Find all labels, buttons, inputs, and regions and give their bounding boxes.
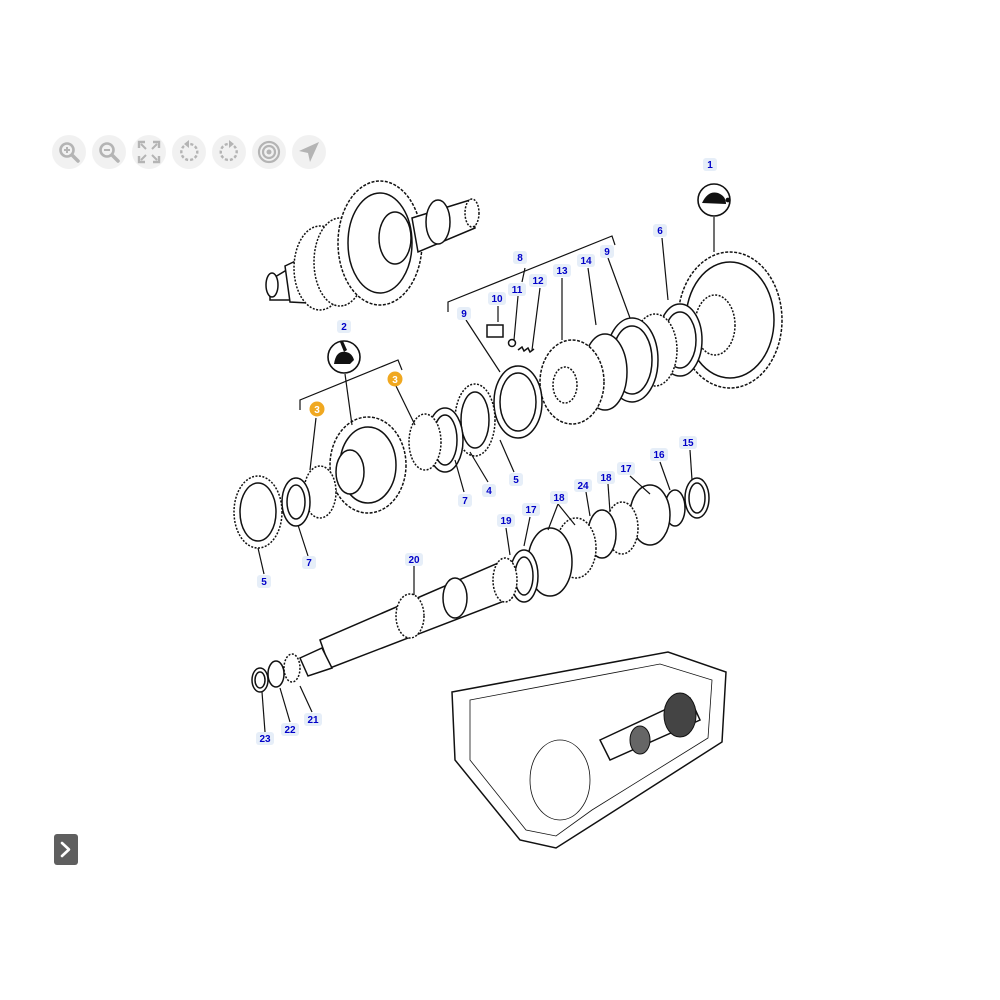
callout-21[interactable]: 21 [304,713,322,726]
svg-text:6: 6 [657,226,663,237]
svg-text:5: 5 [513,475,519,486]
callout-7b[interactable]: 7 [302,556,316,569]
callout-17b[interactable]: 17 [522,503,540,516]
callout-3b[interactable]: 3 [387,371,403,387]
callout-18a[interactable]: 18 [597,471,615,484]
rabbit-symbol [327,340,361,374]
main-shaft-20 [251,557,518,693]
svg-text:3: 3 [392,375,398,386]
turtle-symbol [697,183,731,252]
callout-22[interactable]: 22 [281,723,299,736]
callout-23[interactable]: 23 [256,732,274,745]
zoom-out-button[interactable] [92,135,126,169]
rotate-right-icon [219,140,238,162]
svg-text:13: 13 [556,266,568,277]
svg-text:18: 18 [553,493,565,504]
svg-text:19: 19 [500,516,512,527]
target-button[interactable] [252,135,286,169]
svg-text:17: 17 [525,505,537,516]
rotate-left-icon [180,140,199,162]
callout-19[interactable]: 19 [497,514,515,527]
expand-panel-button[interactable] [54,834,78,865]
callout-2[interactable]: 2 [337,320,351,333]
callout-9a[interactable]: 9 [457,307,471,320]
svg-text:3: 3 [314,405,320,416]
zoom-in-icon [59,142,80,163]
rabbit-icon [334,351,354,364]
svg-text:2: 2 [341,322,347,333]
callout-17a[interactable]: 17 [617,462,635,475]
callout-10[interactable]: 10 [488,292,506,305]
svg-text:10: 10 [491,294,503,305]
svg-text:9: 9 [461,309,467,320]
callout-18b[interactable]: 18 [550,491,568,504]
fit-screen-icon [137,140,161,164]
gearbox-housing [451,651,727,849]
svg-text:17: 17 [620,464,632,475]
callout-14[interactable]: 14 [577,254,595,267]
callout-3a[interactable]: 3 [309,401,325,417]
callout-11[interactable]: 11 [508,283,526,296]
svg-text:4: 4 [486,486,492,497]
callout-16[interactable]: 16 [650,448,668,461]
navigate-arrow-icon [299,142,319,162]
ball-11 [507,338,517,348]
callout-13[interactable]: 13 [553,264,571,277]
svg-text:9: 9 [604,247,610,258]
svg-text:21: 21 [307,715,319,726]
svg-text:14: 14 [580,256,592,267]
svg-text:12: 12 [532,276,544,287]
callout-12[interactable]: 12 [529,274,547,287]
zoom-in-button[interactable] [52,135,86,169]
svg-text:11: 11 [512,285,523,296]
svg-text:23: 23 [259,734,271,745]
callout-5a[interactable]: 5 [509,473,523,486]
fit-screen-button[interactable] [132,135,166,169]
svg-text:22: 22 [284,725,296,736]
target-icon [257,140,281,164]
assembled-gear-shaft [265,180,480,311]
svg-text:24: 24 [577,481,589,492]
callout-20[interactable]: 20 [405,553,423,566]
callout-5b[interactable]: 5 [257,575,271,588]
svg-text:18: 18 [600,473,612,484]
svg-text:7: 7 [462,496,468,507]
callout-1[interactable]: 1 [703,158,717,171]
svg-text:20: 20 [408,555,420,566]
callout-15[interactable]: 15 [679,436,697,449]
callout-6[interactable]: 6 [653,224,667,237]
svg-text:16: 16 [653,450,665,461]
viewer-toolbar [52,135,332,173]
callout-labels: 1 2 3 3 4 5 5 6 7 7 8 9 9 10 11 12 13 14… [256,158,717,745]
callout-24[interactable]: 24 [574,479,592,492]
spring-12 [517,345,535,354]
large-gear-6 [677,251,783,389]
callout-8[interactable]: 8 [513,251,527,264]
callout-9b[interactable]: 9 [600,245,614,258]
chevron-right-icon [60,841,71,858]
callout-7a[interactable]: 7 [458,494,472,507]
rotate-right-button[interactable] [212,135,246,169]
svg-text:5: 5 [261,577,267,588]
svg-text:8: 8 [517,253,523,264]
rotate-left-button[interactable] [172,135,206,169]
leader-lines [257,237,693,733]
navigate-button[interactable] [292,135,326,169]
turtle-icon [702,192,726,204]
callout-4[interactable]: 4 [482,484,496,497]
zoom-out-icon [99,142,120,163]
svg-text:15: 15 [682,438,694,449]
shift-block-10 [486,324,504,338]
svg-text:7: 7 [306,558,312,569]
svg-text:1: 1 [707,160,713,171]
